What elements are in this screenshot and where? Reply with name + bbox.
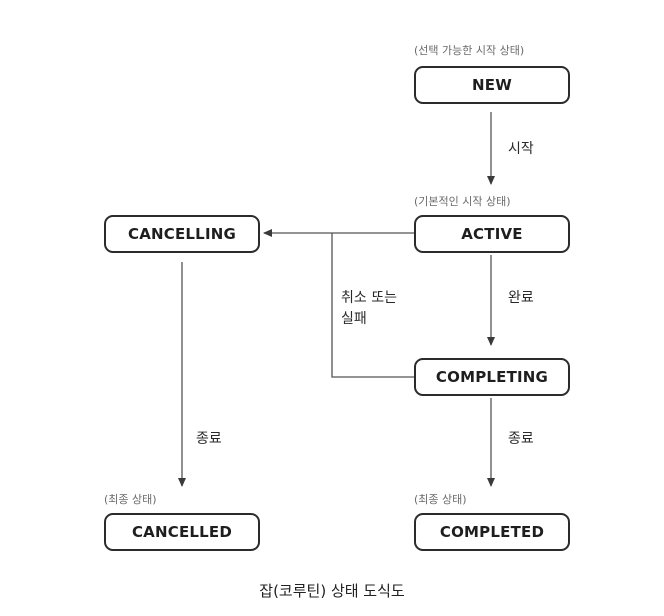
- diagram-caption: 잡(코루틴) 상태 도식도: [259, 582, 405, 600]
- label-end-left: 종료: [196, 431, 222, 447]
- state-cancelled: CANCELLED: [104, 513, 260, 551]
- active-note: (기본적인 시작 상태): [414, 195, 511, 208]
- label-end-right: 종료: [508, 431, 534, 447]
- label-complete: 완료: [508, 290, 534, 306]
- cancelled-note: (최종 상태): [104, 493, 157, 506]
- new-note: (선택 가능한 시작 상태): [414, 44, 525, 57]
- edge-completing-to-cancelling: [331, 233, 415, 378]
- label-cancel-line1: 취소 또는: [341, 290, 397, 306]
- label-start: 시작: [508, 141, 534, 157]
- state-completing: COMPLETING: [414, 358, 570, 396]
- label-cancel-or-fail: 취소 또는 실패: [341, 288, 397, 330]
- label-cancel-line2: 실패: [341, 311, 367, 327]
- state-new: NEW: [414, 66, 570, 104]
- completed-note: (최종 상태): [414, 493, 467, 506]
- state-cancelling: CANCELLING: [104, 215, 260, 253]
- state-completed: COMPLETED: [414, 513, 570, 551]
- state-active: ACTIVE: [414, 215, 570, 253]
